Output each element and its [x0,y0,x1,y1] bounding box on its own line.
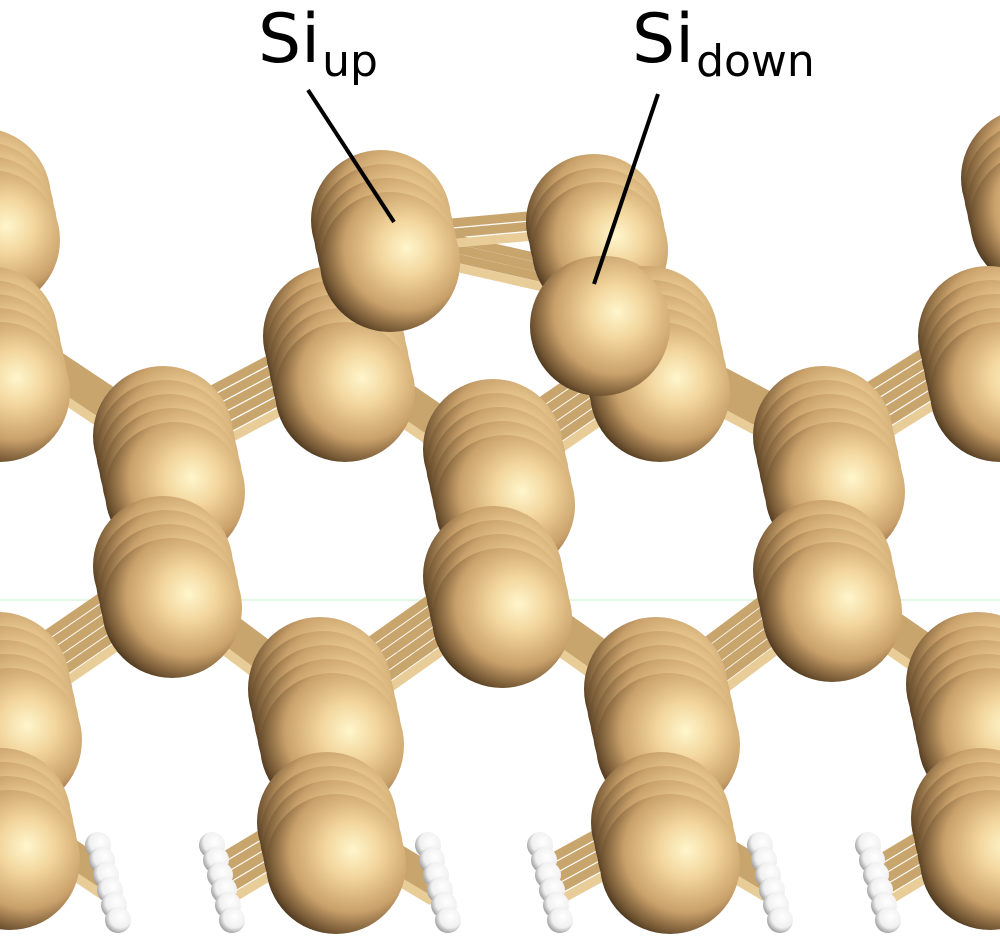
silicon-atom [275,322,415,462]
hydrogen-atom [547,907,573,933]
hydrogen-atom [219,907,245,933]
atom-layer [0,115,1000,934]
silicon-atom [0,322,70,462]
silicon-atom [920,790,1000,930]
silicon-atom [600,794,740,934]
hydrogen-atom [105,907,131,933]
silicon-atom [102,538,242,678]
silicon-atom [0,790,80,930]
silicon-atom [970,162,1000,278]
si-up-pointer [306,88,396,224]
si-down-label: Sidown [632,6,815,84]
silicon-atom [266,794,406,934]
si-up-label-base: Si [258,0,321,79]
hydrogen-atom [435,907,461,933]
si-down-label-subscript: down [696,36,815,87]
si-up-label-subscript: up [322,36,378,87]
si-down-atom [530,256,670,396]
label-pointers [306,88,660,285]
si-down-label-base: Si [632,0,695,79]
si-down-pointer [592,93,660,285]
hydrogen-atom [875,907,901,933]
silicon-atom [432,548,572,688]
silicon-atom [762,542,902,682]
silicon-atom [930,322,1000,462]
si-up-atom [320,192,460,332]
hydrogen-atom [767,907,793,933]
si-up-label: Siup [258,6,378,84]
